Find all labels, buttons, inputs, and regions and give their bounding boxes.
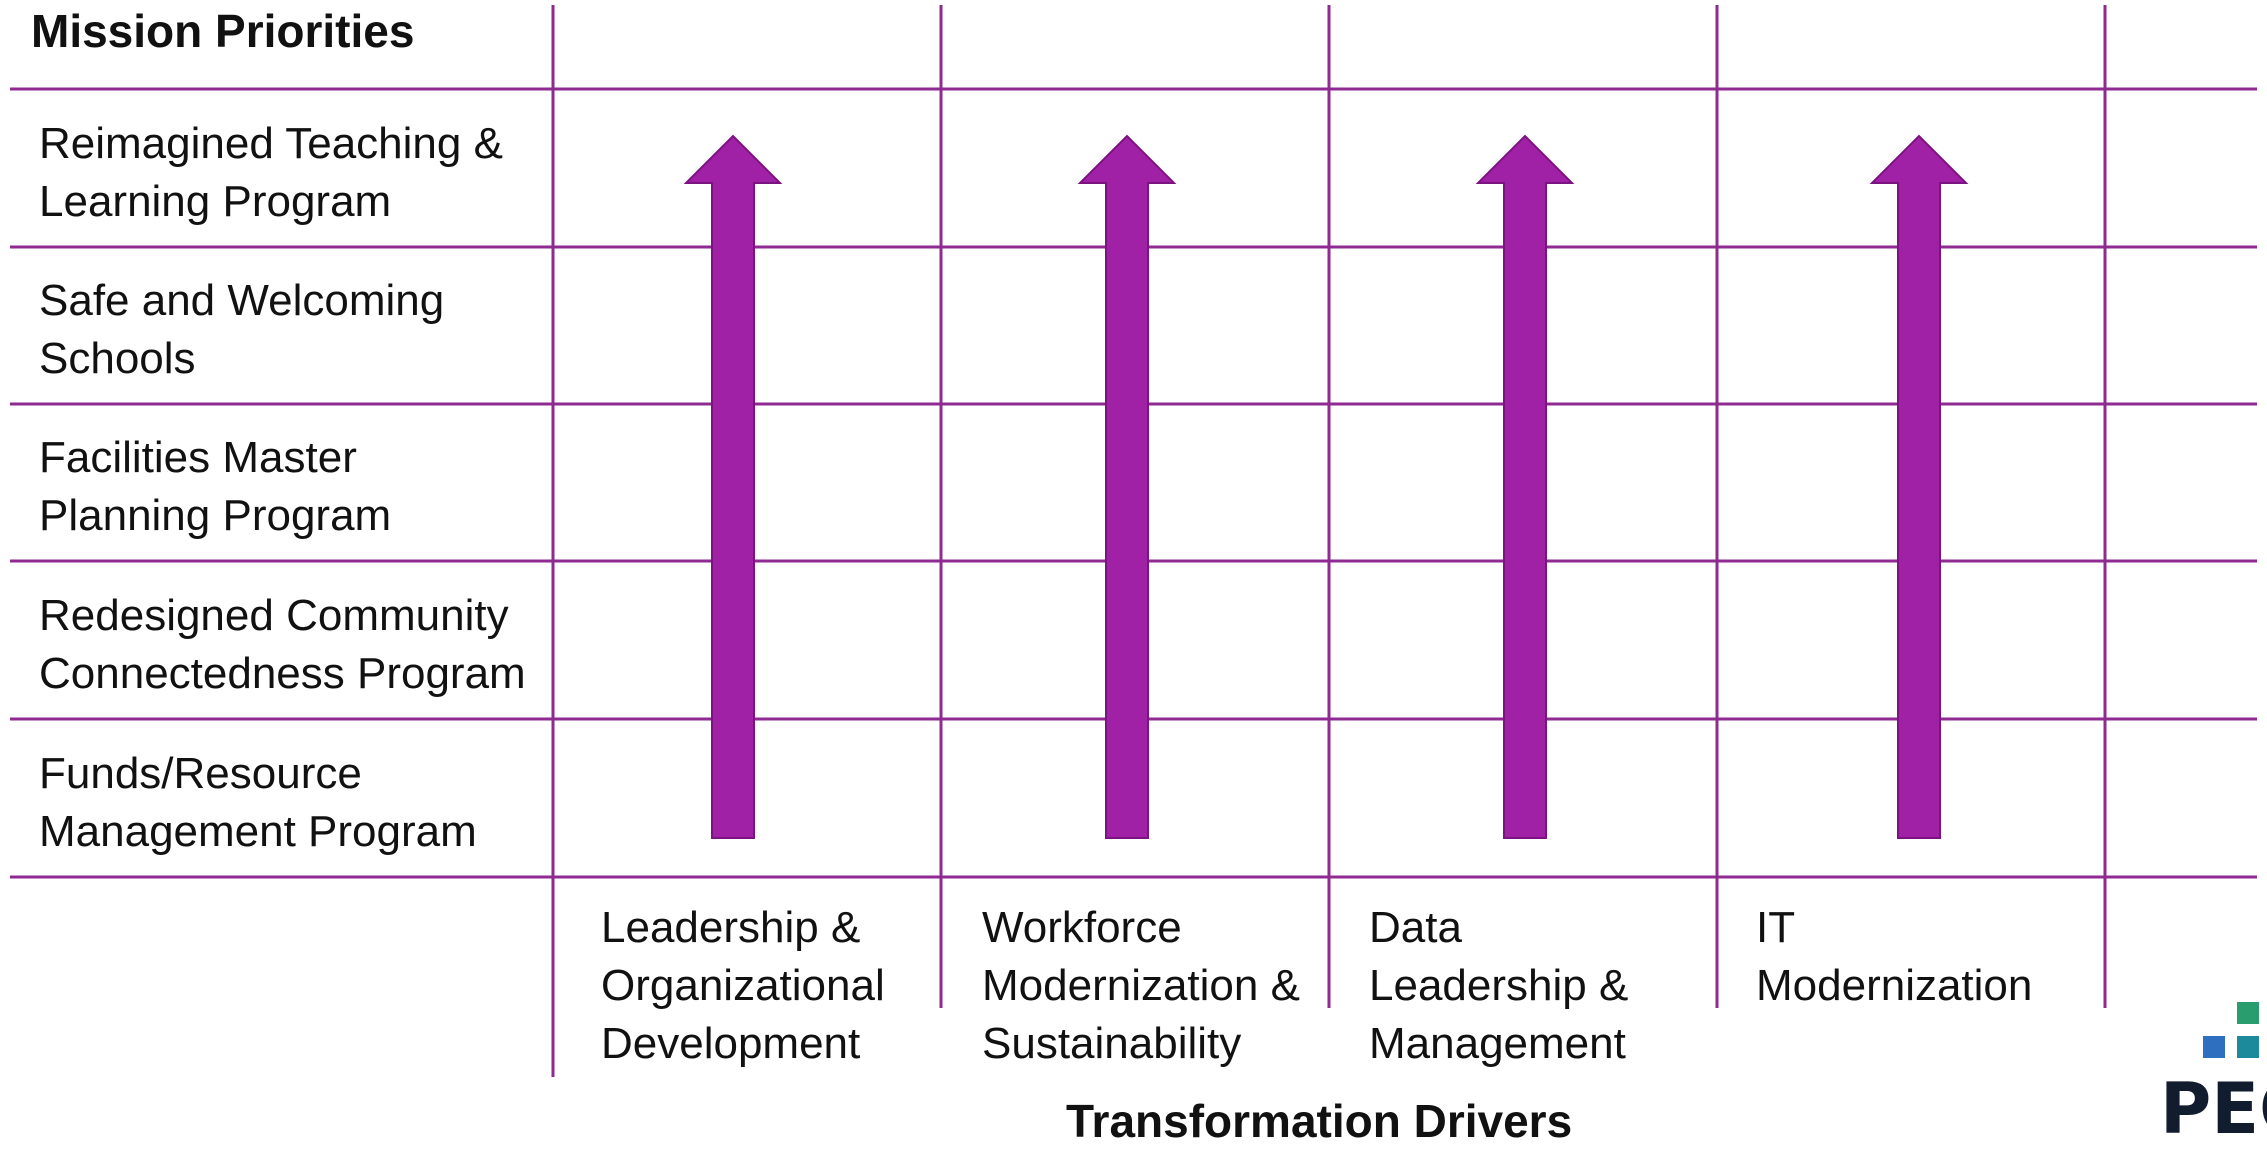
driver-label-line3: Management xyxy=(1369,1019,1626,1068)
priority-row-4: Redesigned Community Connectedness Progr… xyxy=(39,587,526,703)
driver-label-line2: Modernization xyxy=(1756,961,2033,1010)
driver-label-line1: Data xyxy=(1369,903,1462,952)
priority-label-line1: Funds/Resource xyxy=(39,749,362,798)
driver-label-line2: Modernization & xyxy=(982,961,1300,1010)
driver-label-line1: IT xyxy=(1756,903,1796,952)
logo-square-left xyxy=(2203,1036,2225,1058)
driver-label-3: Data Leadership & Management xyxy=(1369,899,1628,1073)
driver-label-line3: Development xyxy=(601,1019,861,1068)
driver-label-line1: Leadership & xyxy=(601,903,861,952)
mission-priorities-title: Mission Priorities xyxy=(31,5,415,57)
priority-label-line2: Connectedness Program xyxy=(39,649,526,698)
priority-label-line2: Management Program xyxy=(39,807,477,856)
priority-label-line1: Reimagined Teaching & xyxy=(39,119,503,168)
arrow-up-2 xyxy=(1077,134,1177,839)
priority-row-5: Funds/Resource Management Program xyxy=(39,745,477,861)
priority-label-line1: Safe and Welcoming xyxy=(39,276,445,325)
driver-label-4: IT Modernization xyxy=(1756,899,2032,1015)
peo-logo-mark xyxy=(2203,1002,2259,1058)
driver-label-line2: Organizational xyxy=(601,961,885,1010)
driver-arrows xyxy=(683,134,1969,839)
priority-row-1: Reimagined Teaching & Learning Program xyxy=(39,115,503,231)
peo-logo-text: PEO xyxy=(2160,1068,2267,1147)
arrow-up-3 xyxy=(1475,134,1575,839)
driver-label-line2: Leadership & xyxy=(1369,961,1629,1010)
driver-label-2: Workforce Modernization & Sustainability xyxy=(982,899,1300,1073)
driver-label-1: Leadership & Organizational Development xyxy=(601,899,885,1073)
priority-label-line2: Schools xyxy=(39,334,196,383)
priority-label-line2: Learning Program xyxy=(39,177,392,226)
priority-label-line1: Redesigned Community xyxy=(39,591,509,640)
priority-row-3: Facilities Master Planning Program xyxy=(39,429,391,545)
vertical-grid-lines xyxy=(551,5,2107,1077)
driver-label-line3: Sustainability xyxy=(982,1019,1242,1068)
priority-label-line1: Facilities Master xyxy=(39,433,357,482)
arrow-up-4 xyxy=(1869,134,1969,839)
peo-logo: PEO xyxy=(2150,1066,2267,1147)
logo-square-top xyxy=(2237,1002,2259,1024)
priority-label-line2: Planning Program xyxy=(39,491,392,540)
priority-row-2: Safe and Welcoming Schools xyxy=(39,272,444,388)
driver-label-line1: Workforce xyxy=(982,903,1182,952)
transformation-drivers-title: Transformation Drivers xyxy=(1066,1095,1573,1147)
logo-square-right xyxy=(2237,1036,2259,1058)
arrow-up-1 xyxy=(683,134,783,839)
